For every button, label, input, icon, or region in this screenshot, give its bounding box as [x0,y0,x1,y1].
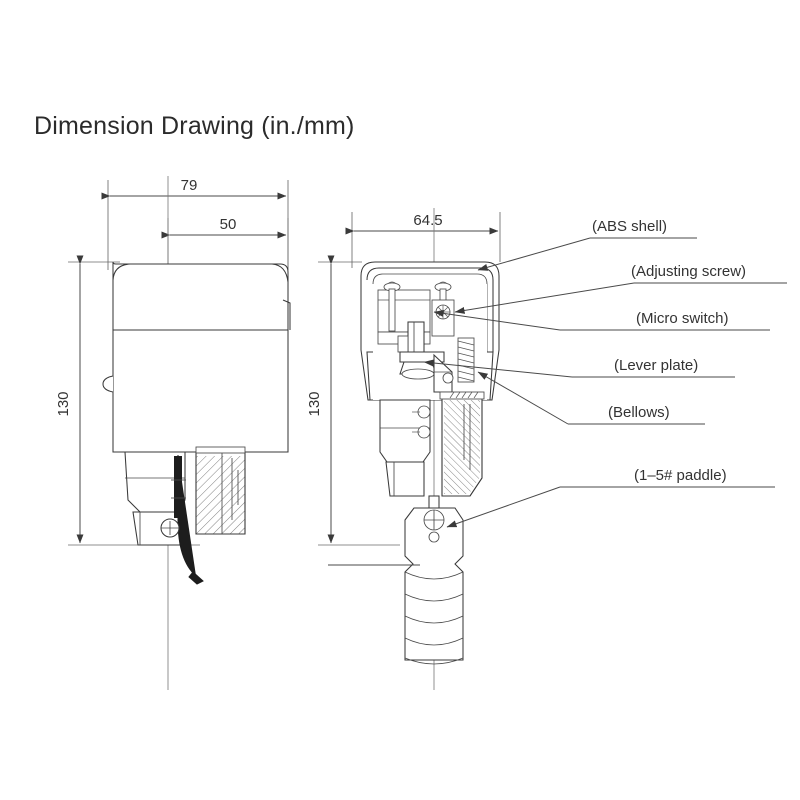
left-flange-lip [195,446,246,454]
dim-130-right: 130 [306,255,335,544]
callout-bellows-label: (Bellows) [608,404,670,421]
callout-micro-switch-label: (Micro switch) [636,310,729,327]
callout-adjusting-screw-label: (Adjusting screw) [631,263,746,280]
right-extension-lines [318,212,501,546]
left-blade-tip [188,571,204,585]
left-retaining-screw [160,518,180,538]
right-abs-shell-inner2 [372,273,488,352]
dim-64-5-value: 64.5 [413,212,442,229]
callout-abs-shell[interactable]: (ABS shell) [477,218,697,271]
paddle-pin-hole [428,531,440,543]
callout-lever-plate[interactable]: (Lever plate) [423,357,735,378]
left-cover-top-curve [112,263,289,283]
right-spring-post-1 [383,281,401,332]
right-bellows [457,337,475,383]
callout-group: (ABS shell) (Adjusting screw) (Micro swi… [328,218,787,566]
right-paddle [404,507,464,665]
callout-micro-switch[interactable]: (Micro switch) [433,309,770,331]
right-flange-lip [439,391,485,400]
left-section-hatch [196,456,245,534]
right-thread-ticks [449,391,479,399]
right-adjusting-screw [431,299,455,337]
right-lever-plate [397,321,445,380]
left-cover-right-tab [282,299,291,330]
left-view-group: 79 50 130 [55,176,291,690]
dim-50: 50 [161,216,287,239]
callout-paddle-label: (1–5# paddle) [634,467,727,484]
dim-130-left: 130 [55,255,84,544]
right-section-hatch [444,400,480,494]
callout-bellows[interactable]: (Bellows) [477,371,705,425]
callout-abs-shell-label: (ABS shell) [592,218,667,235]
dim-130-right-value: 130 [306,391,323,416]
page-title: Dimension Drawing (in./mm) [34,112,355,140]
right-lower-body [379,399,431,497]
paddle-screw [423,509,445,531]
right-view-group: 64.5 130 [306,208,501,690]
dim-79: 79 [101,177,287,200]
dim-130-left-value: 130 [55,391,72,416]
dim-79-value: 79 [181,177,198,194]
left-blade-shaft [174,456,182,518]
dim-50-value: 50 [220,216,237,233]
callout-lever-plate-label: (Lever plate) [614,357,698,374]
dim-64-5: 64.5 [345,212,499,235]
left-side-boss [102,375,114,393]
left-housing-body [112,329,289,453]
callout-adjusting-screw[interactable]: (Adjusting screw) [454,263,787,314]
